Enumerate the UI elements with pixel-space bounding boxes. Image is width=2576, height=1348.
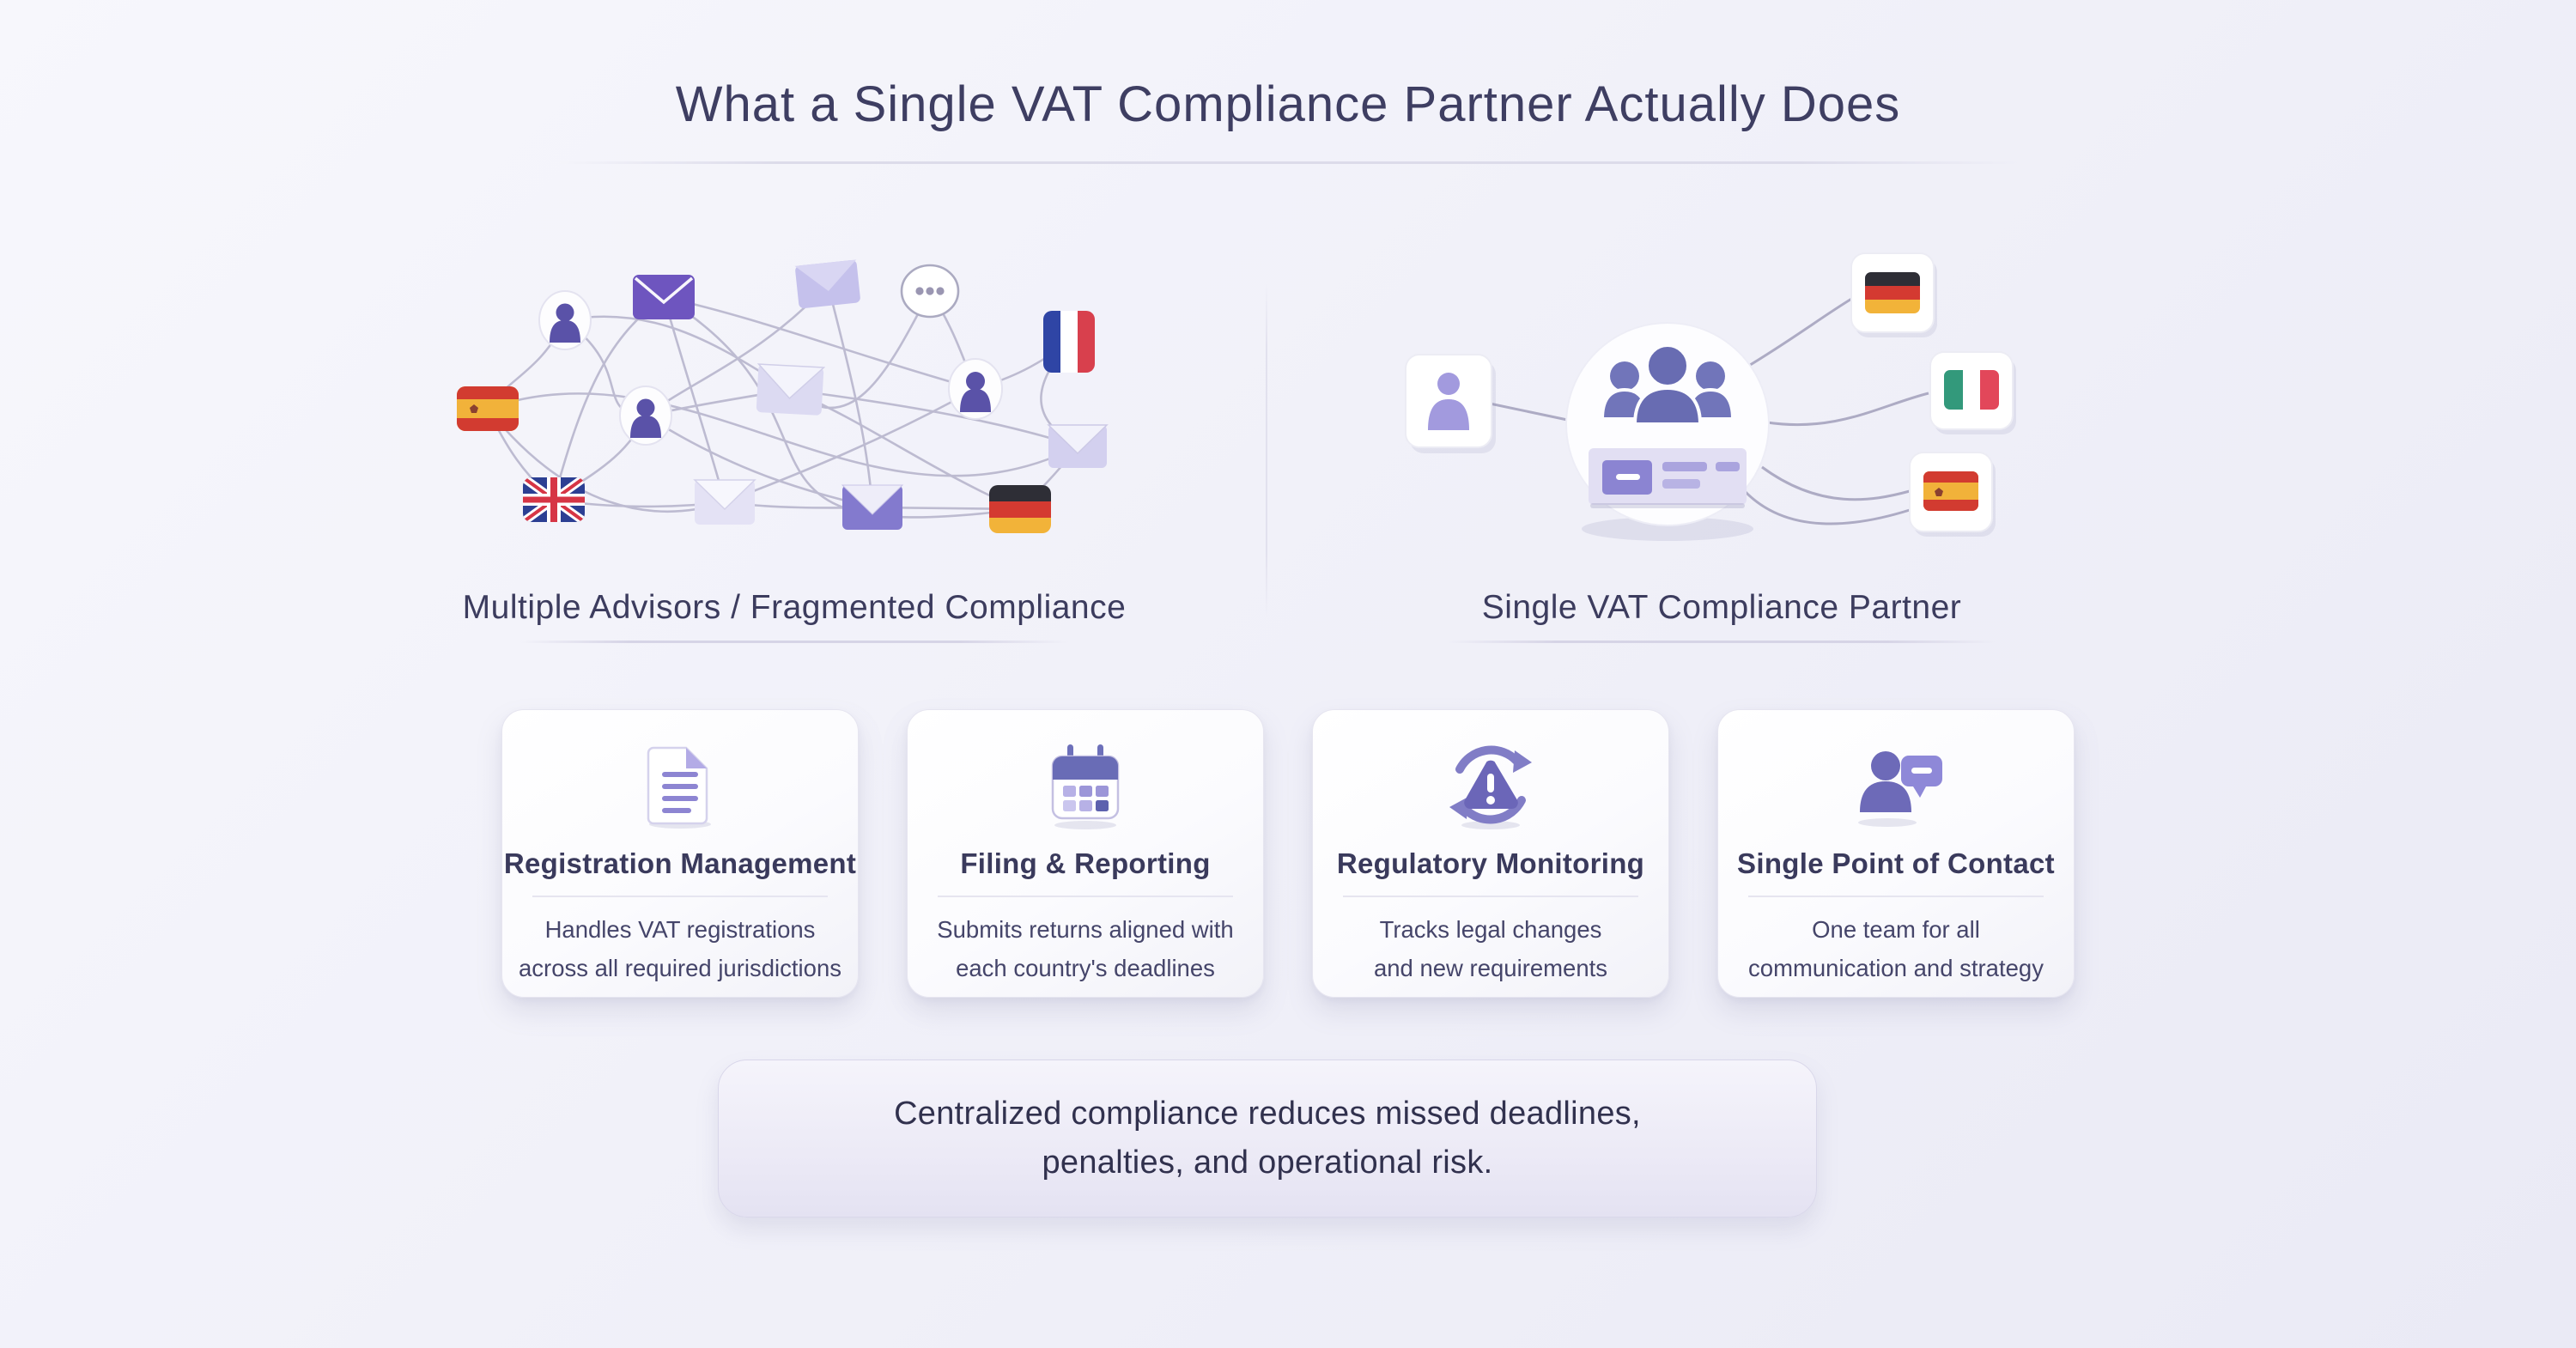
- envelope-icon: [841, 484, 904, 530]
- card-title: Filing & Reporting: [960, 847, 1211, 879]
- page-title: What a Single VAT Compliance Partner Act…: [675, 76, 1901, 132]
- chat-ellipsis-bubble-icon: [900, 264, 960, 319]
- germany-flag-icon: [989, 485, 1051, 533]
- spain-flag-icon: [457, 386, 519, 431]
- title-divider: [558, 161, 2018, 164]
- advisor-avatar-icon: [948, 358, 1003, 420]
- diagram-column-divider: [1266, 283, 1267, 618]
- summary-line: Centralized compliance reduces missed de…: [894, 1096, 1641, 1132]
- team-hub-circle: [1565, 322, 1770, 541]
- card-desc-line: Submits returns aligned with: [937, 916, 1234, 943]
- feature-cards-row: Registration Management Handles VAT regi…: [501, 709, 2075, 998]
- card-title: Regulatory Monitoring: [1336, 847, 1645, 879]
- label-underline: [519, 641, 1069, 643]
- card-title: Single Point of Contact: [1737, 847, 2055, 879]
- italy-flag-card: [1929, 351, 2016, 434]
- card-divider: [938, 896, 1233, 897]
- envelope-icon: [1047, 424, 1109, 468]
- germany-flag-icon: [1865, 272, 1920, 313]
- card-desc-line: and new requirements: [1373, 954, 1608, 981]
- spain-flag-icon: [1923, 471, 1978, 511]
- card-divider: [1343, 896, 1638, 897]
- card-desc-line: each country's deadlines: [956, 954, 1215, 981]
- fragmented-network-diagram: [457, 259, 1109, 533]
- client-person-card: [1405, 354, 1496, 453]
- card-desc-line: communication and strategy: [1748, 954, 2044, 981]
- compliance-form-icon: [1589, 448, 1747, 508]
- hub-connection-lines: [1489, 296, 1929, 525]
- envelope-icon: [794, 259, 860, 309]
- fragmented-diagram-label: Multiple Advisors / Fragmented Complianc…: [462, 589, 1127, 626]
- card-single-point-of-contact: Single Point of Contact One team for all…: [1717, 709, 2075, 998]
- uk-flag-icon: [523, 477, 585, 522]
- envelope-icon: [693, 479, 756, 525]
- germany-flag-card: [1850, 252, 1937, 337]
- envelope-icon: [633, 275, 695, 319]
- card-desc-line: across all required jurisdictions: [519, 954, 841, 981]
- client-person-icon: [1428, 373, 1469, 430]
- calendar-icon: [1051, 744, 1120, 829]
- card-desc-line: One team for all: [1812, 916, 1980, 943]
- summary-banner: Centralized compliance reduces missed de…: [718, 1060, 1817, 1217]
- label-underline: [1447, 641, 1996, 643]
- italy-flag-icon: [1944, 370, 1999, 410]
- card-divider: [1748, 896, 2044, 897]
- card-filing-reporting: Filing & Reporting Submits returns align…: [907, 709, 1264, 998]
- person-chat-icon: [1858, 751, 1942, 827]
- advisor-avatar-icon: [619, 386, 672, 446]
- card-desc-line: Handles VAT registrations: [544, 916, 816, 943]
- card-registration-management: Registration Management Handles VAT regi…: [501, 709, 859, 998]
- single-partner-diagram: [1405, 252, 2016, 541]
- card-title: Registration Management: [503, 847, 857, 879]
- envelope-icon: [756, 363, 826, 416]
- document-icon: [647, 746, 711, 829]
- team-group-icon: [1600, 343, 1735, 426]
- single-partner-diagram-label: Single VAT Compliance Partner: [1481, 589, 1962, 626]
- summary-line: penalties, and operational risk.: [1042, 1145, 1493, 1181]
- advisor-avatar-icon: [538, 290, 592, 350]
- card-regulatory-monitoring: Regulatory Monitoring Tracks legal chang…: [1312, 709, 1669, 998]
- card-divider: [532, 896, 828, 897]
- france-flag-icon: [1043, 311, 1095, 373]
- regulatory-alert-cycle-icon: [1449, 745, 1532, 829]
- card-desc-line: Tracks legal changes: [1379, 916, 1602, 943]
- spain-flag-card: [1909, 452, 1996, 537]
